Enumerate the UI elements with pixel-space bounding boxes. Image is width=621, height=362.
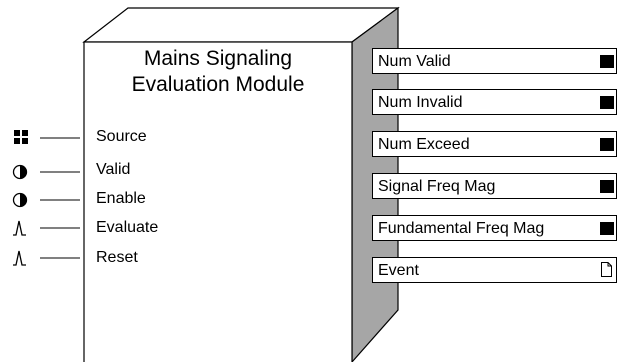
input-label-reset: Reset	[96, 249, 138, 266]
grid-icon	[14, 130, 28, 144]
output-label: Signal Freq Mag	[378, 178, 496, 195]
output-register-event[interactable]: Event	[372, 257, 617, 283]
pulse-icon	[13, 220, 26, 236]
numeric-register-marker	[600, 55, 614, 68]
output-register-num-invalid[interactable]: Num Invalid	[372, 89, 617, 115]
module-title-line2: Evaluation Module	[131, 73, 305, 96]
output-label: Num Valid	[378, 53, 451, 70]
half-circle-icon	[12, 164, 28, 180]
output-register-fundamental-freq-mag[interactable]: Fundamental Freq Mag	[372, 215, 617, 241]
half-circle-icon	[12, 192, 28, 208]
output-register-signal-freq-mag[interactable]: Signal Freq Mag	[372, 173, 617, 199]
output-label: Num Invalid	[378, 94, 463, 111]
output-label: Event	[378, 262, 419, 279]
numeric-register-marker	[600, 222, 614, 235]
event-log-document-icon	[601, 262, 612, 277]
input-label-valid: Valid	[96, 161, 131, 178]
input-label-evaluate: Evaluate	[96, 219, 159, 236]
numeric-register-marker	[600, 180, 614, 193]
module-front-face	[83, 41, 353, 362]
output-register-num-exceed[interactable]: Num Exceed	[372, 131, 617, 157]
module-title-line1: Mains Signaling	[143, 47, 293, 70]
input-label-enable: Enable	[96, 190, 146, 207]
output-label: Fundamental Freq Mag	[378, 220, 545, 237]
numeric-register-marker	[600, 138, 614, 151]
numeric-register-marker	[600, 96, 614, 109]
output-label: Num Exceed	[378, 136, 470, 153]
module-top-face	[82, 7, 400, 43]
output-register-num-valid[interactable]: Num Valid	[372, 48, 617, 74]
input-label-source: Source	[96, 128, 147, 145]
pulse-icon	[13, 250, 26, 266]
